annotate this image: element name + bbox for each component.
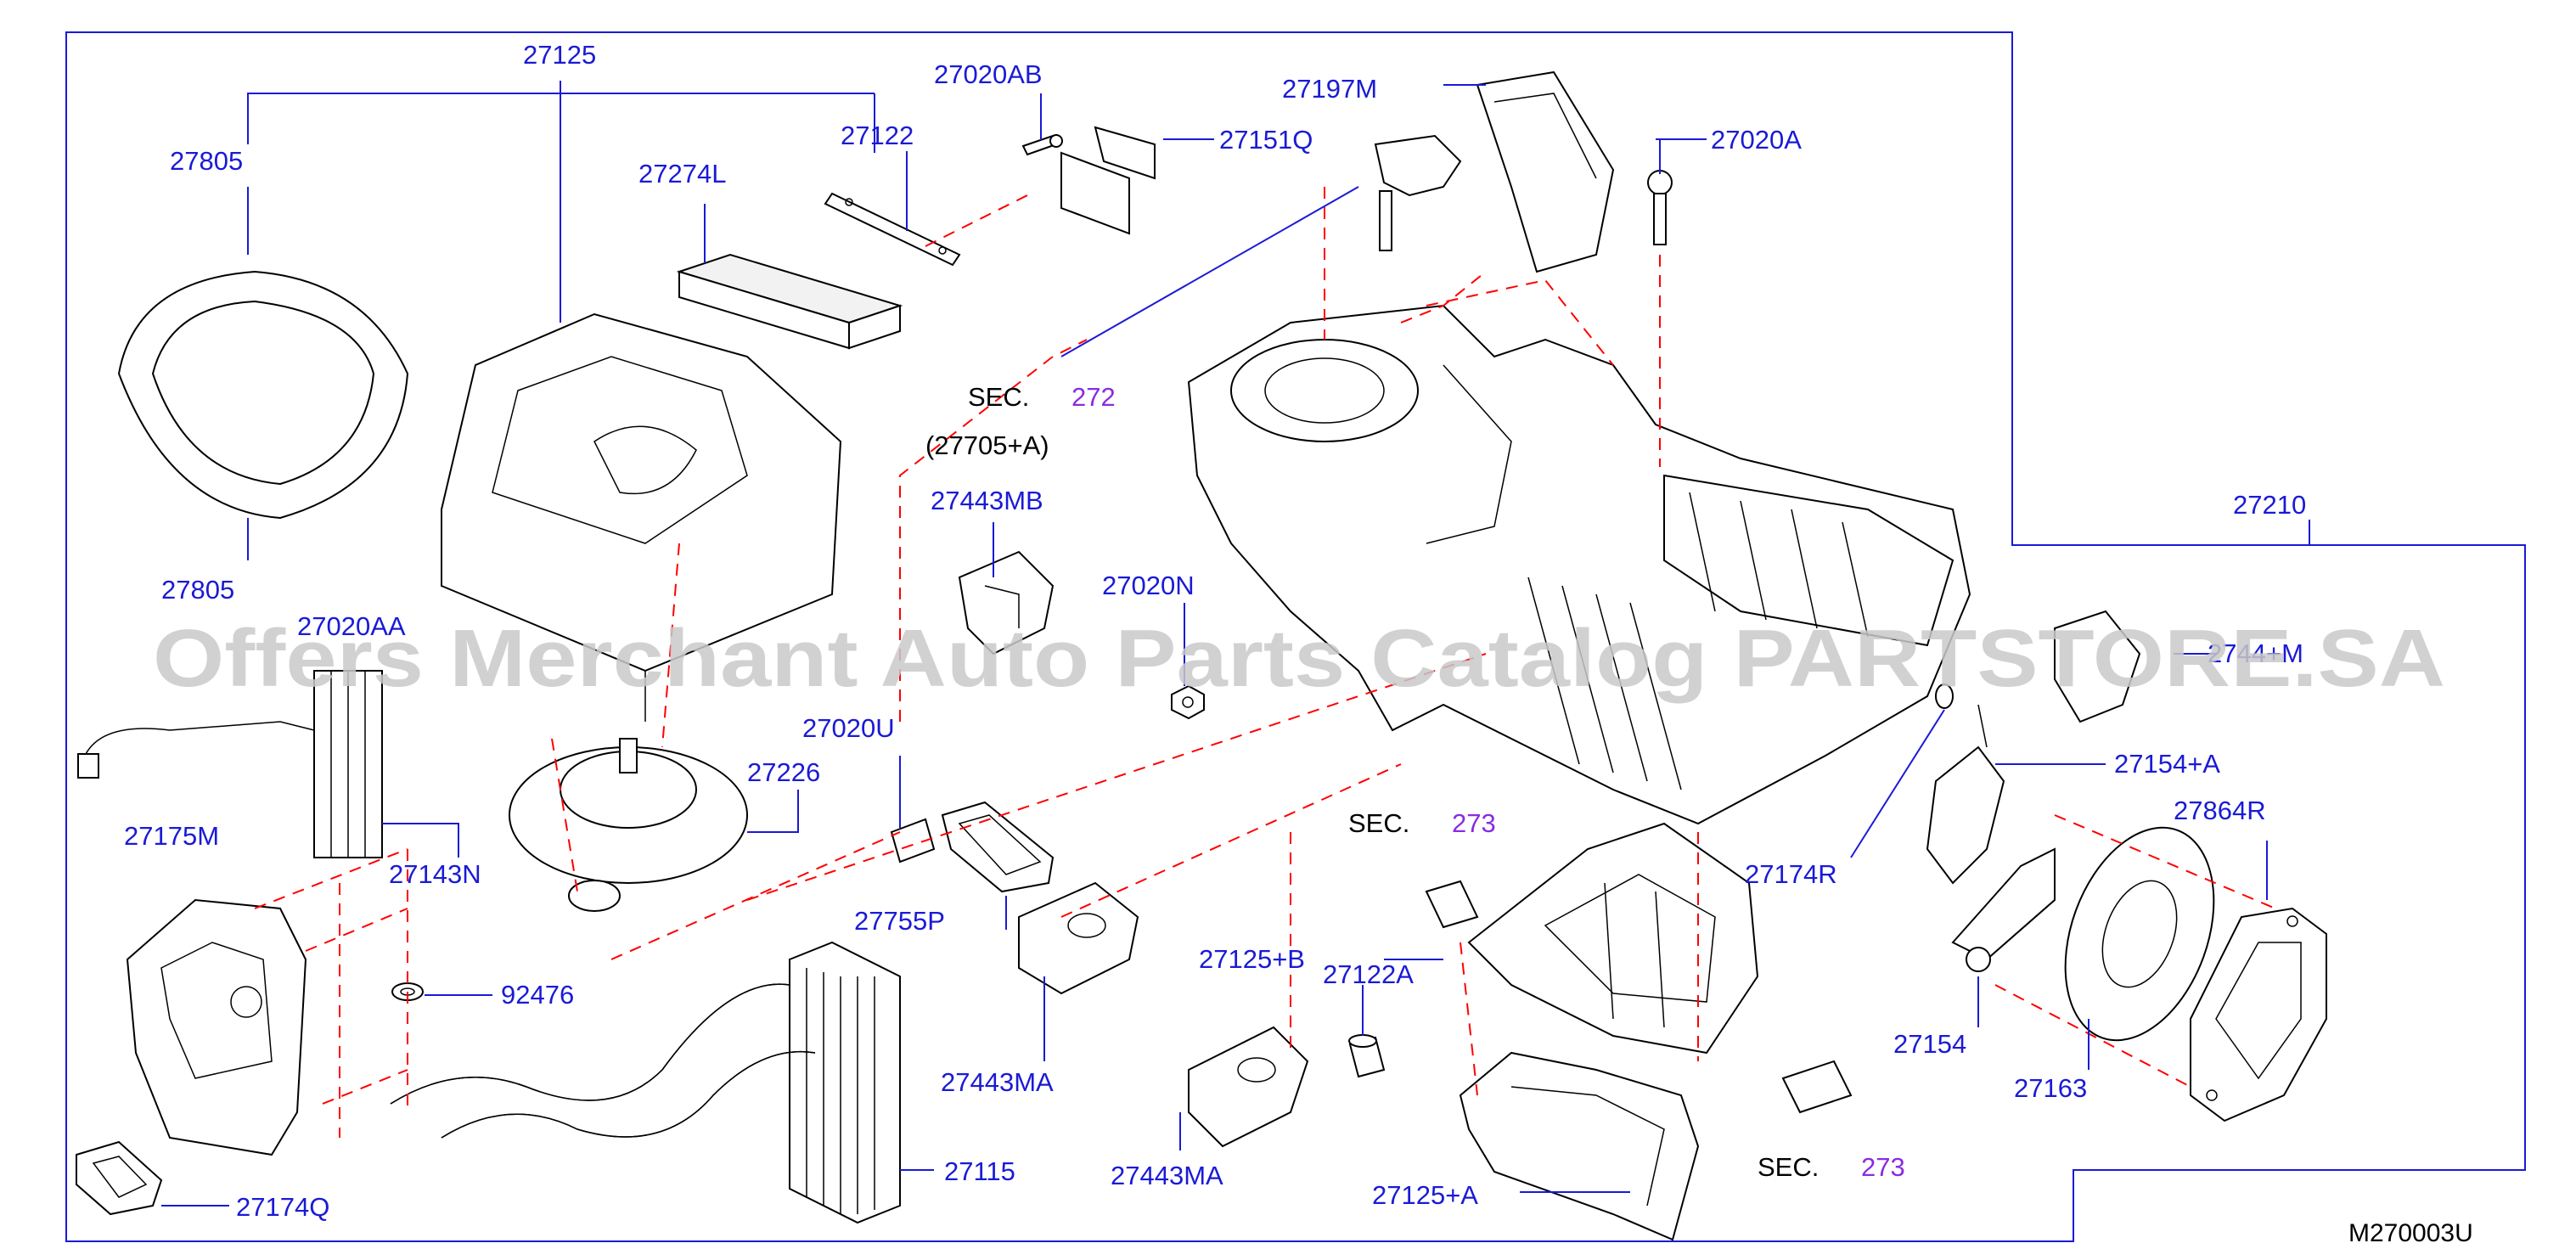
cap-27122A	[1348, 1034, 1386, 1078]
plate-27864R	[2190, 907, 2327, 1122]
label-27125A: 27125+A	[1372, 1180, 1478, 1210]
label-27163: 27163	[2014, 1073, 2087, 1103]
label-27443MB: 27443MB	[931, 486, 1043, 515]
label-27020U: 27020U	[802, 713, 895, 743]
label-27805-upper: 27805	[170, 146, 243, 176]
label-sec273a-prefix: SEC.	[1348, 808, 1409, 838]
label-2744M: 2744+M	[2208, 638, 2303, 668]
label-27020A: 27020A	[1711, 125, 1802, 155]
label-27154A: 27154+A	[2114, 749, 2220, 779]
leader-lines	[161, 81, 2310, 1207]
seal-27755P	[941, 801, 1055, 893]
label-27154: 27154	[1893, 1029, 1966, 1059]
actuator-27443MA-upper	[1018, 881, 1139, 995]
bracket-27122	[824, 192, 961, 267]
label-27226: 27226	[747, 757, 820, 787]
label-27174Q: 27174Q	[236, 1192, 329, 1222]
gasket-sec273-lower	[1781, 1060, 1853, 1114]
ring-27174R	[1935, 683, 1954, 709]
assembly-dash-lines	[254, 187, 2276, 1138]
gasket-sec273-upper	[1425, 880, 1479, 929]
label-27174R: 27174R	[1745, 859, 1837, 889]
actuator-27443MB	[958, 550, 1055, 655]
duct-27175M	[126, 898, 307, 1156]
gear-27163	[2064, 826, 2215, 1042]
label-sec272-num: 272	[1071, 382, 1116, 412]
screw-27020AB	[1021, 134, 1063, 156]
watermark-text: Offers Merchant Auto Parts Catalog PARTS…	[153, 613, 2445, 704]
actuator-2744M	[2054, 610, 2141, 723]
gasket-27020U	[890, 818, 936, 863]
link-27154	[1951, 847, 2056, 972]
blower-motor-27226	[509, 738, 748, 912]
bolt-27020A	[1647, 170, 1673, 245]
label-sec272-ref: (27705+A)	[925, 430, 1049, 460]
label-92476: 92476	[501, 980, 574, 1010]
label-sec273b-prefix: SEC.	[1758, 1152, 1819, 1182]
label-sec272-prefix: SEC.	[968, 382, 1029, 412]
heater-core-27115	[390, 941, 901, 1224]
label-27864R: 27864R	[2174, 796, 2266, 825]
label-27755P: 27755P	[854, 906, 945, 936]
label-27125-top: 27125	[523, 40, 596, 70]
label-sec273a-num: 273	[1452, 808, 1496, 838]
hvac-unit-27210	[1187, 304, 1971, 825]
label-27151Q: 27151Q	[1219, 125, 1313, 155]
harness-27020AA	[77, 670, 383, 858]
label-27443MA-upper: 27443MA	[941, 1067, 1054, 1097]
label-sec273b-num: 273	[1861, 1152, 1905, 1182]
label-27175M: 27175M	[124, 821, 219, 851]
case-27125B	[1467, 822, 1759, 1055]
label-27020AA: 27020AA	[297, 611, 406, 641]
label-27115: 27115	[944, 1156, 1015, 1186]
label-27020N: 27020N	[1102, 571, 1195, 600]
label-27122A: 27122A	[1323, 959, 1414, 989]
sensor-27197M	[1374, 134, 1462, 251]
seal-27174Q	[76, 1140, 163, 1216]
tray-27125A	[1459, 1051, 1700, 1241]
label-27143N: 27143N	[389, 859, 481, 889]
blower-case-27125	[441, 312, 842, 722]
label-27805-lower: 27805	[161, 575, 234, 605]
label-27020AB: 27020AB	[934, 59, 1043, 89]
resistor-27151Q	[1060, 126, 1156, 235]
label-27274L: 27274L	[638, 159, 726, 188]
label-27197M: 27197M	[1282, 74, 1377, 104]
control-box	[1476, 70, 1615, 273]
part-labels: 27125 27805 27805 27122 27020AB 27274L 2…	[124, 40, 2306, 1222]
label-27443MA-lower: 27443MA	[1111, 1161, 1223, 1190]
label-27122: 27122	[841, 121, 914, 150]
diagram-code: M270003U	[2348, 1219, 2473, 1247]
nut-27020N	[1171, 684, 1205, 720]
label-27210: 27210	[2233, 490, 2306, 520]
seal-ring-27805	[117, 270, 409, 520]
cabin-filter-27274L	[676, 253, 903, 350]
actuator-27443MA-lower	[1188, 1026, 1309, 1148]
link-27154A	[1926, 704, 2005, 885]
label-27125B: 27125+B	[1199, 944, 1305, 974]
diagram-frame	[65, 31, 2526, 1242]
